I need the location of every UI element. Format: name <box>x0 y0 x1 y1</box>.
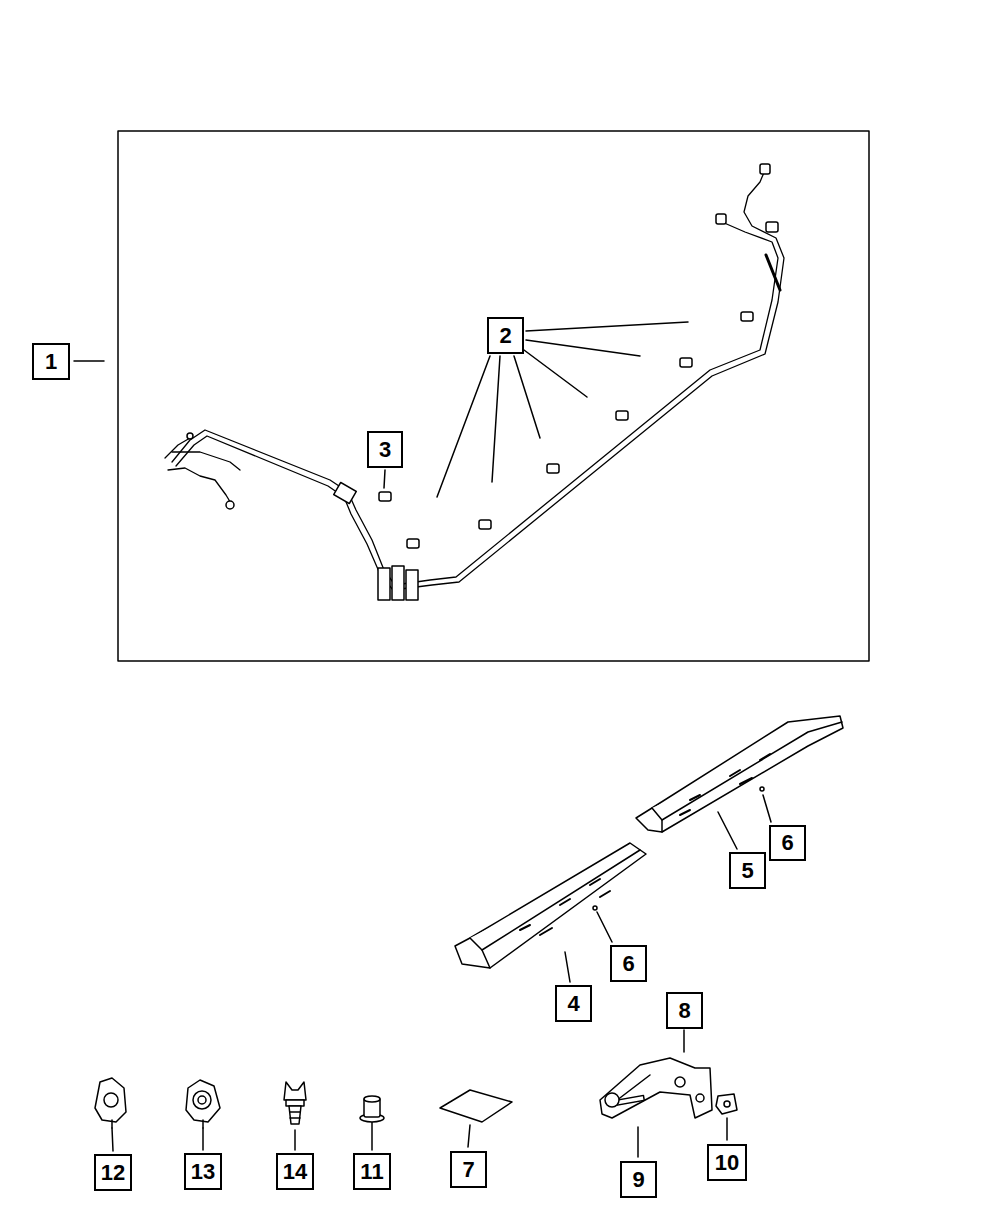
callout-number: 9 <box>620 1161 657 1198</box>
tube-clip <box>95 1078 126 1128</box>
group-frame <box>118 131 869 661</box>
leader-lines <box>74 322 771 1157</box>
tube-clip <box>284 1082 306 1124</box>
tube-shield <box>636 716 843 832</box>
callout-number: 8 <box>666 992 703 1029</box>
adhesive-pad <box>440 1090 512 1122</box>
tube-clips <box>187 164 778 548</box>
callout-number: 2 <box>487 317 524 354</box>
callout-number: 14 <box>276 1153 314 1190</box>
callout-number: 3 <box>367 431 403 468</box>
tube-clip <box>186 1080 220 1128</box>
callout-number: 1 <box>32 343 70 380</box>
callout-number: 10 <box>707 1144 747 1181</box>
callout-number: 7 <box>450 1151 487 1188</box>
callout-number: 13 <box>184 1153 222 1190</box>
tube-bundle <box>165 170 784 590</box>
callout-number: 11 <box>353 1153 391 1190</box>
callout-number: 6 <box>610 945 647 982</box>
callout-number: 4 <box>555 985 592 1022</box>
callout-number: 12 <box>94 1154 132 1191</box>
bracket <box>600 1058 737 1118</box>
push-nut <box>360 1096 384 1122</box>
junction-block <box>334 482 418 600</box>
callout-number: 6 <box>769 825 806 861</box>
callout-number: 5 <box>729 852 766 889</box>
